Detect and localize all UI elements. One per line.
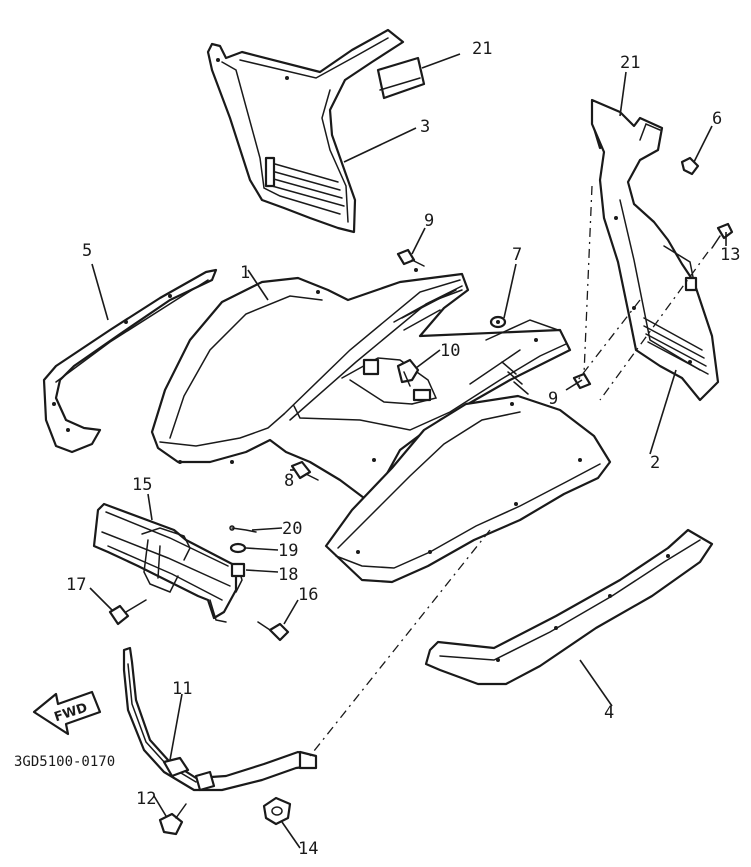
part-2-right-side-cover (590, 98, 720, 402)
part-13-bolt (711, 222, 734, 249)
part-9-bolt-upper (396, 248, 425, 267)
part-10-rivet (396, 358, 420, 387)
assembly-line-c (577, 299, 641, 381)
callout-11: 11 (172, 679, 192, 699)
part-1-rear-fender (150, 268, 572, 500)
part-16-bolt (257, 621, 290, 642)
callout-1: 1 (240, 263, 250, 283)
part-12-bolt (158, 803, 187, 836)
callout-5: 5 (82, 241, 92, 261)
callout-14: 14 (298, 839, 318, 859)
callout-12: 12 (136, 789, 156, 809)
part-19-washer (229, 542, 247, 554)
part-17-bolt (108, 599, 147, 626)
callout-7: 7 (512, 245, 522, 265)
callout-10: 10 (440, 341, 460, 361)
callout-15: 15 (132, 475, 152, 495)
part-21-pad-left (376, 56, 426, 100)
callout-19: 19 (278, 541, 298, 561)
callout-4: 4 (604, 703, 614, 723)
callout-18: 18 (278, 565, 298, 585)
callout-21b: 21 (620, 53, 640, 73)
assembly-line-d (309, 529, 491, 757)
callout-8: 8 (284, 471, 294, 491)
part-3-left-side-cover (206, 28, 405, 234)
part-4-right-flap (424, 528, 714, 686)
part-5-left-flap (42, 268, 218, 454)
part-20-pin (229, 525, 257, 533)
callout-17: 17 (66, 575, 86, 595)
part-9-bolt-lower (572, 372, 592, 390)
callout-3: 3 (420, 117, 430, 137)
callout-16: 16 (298, 585, 318, 605)
callout-21a: 21 (472, 39, 492, 59)
part-7-washer (489, 315, 507, 329)
callout-20: 20 (282, 519, 302, 539)
part-8-bolt (290, 460, 319, 481)
assembly-line-a (583, 185, 593, 375)
callout-6: 6 (712, 109, 722, 129)
callout-13: 13 (720, 245, 740, 265)
leader-lines (89, 53, 727, 849)
forward-direction-arrow: FWD (32, 690, 102, 736)
part-18-bushing (230, 562, 246, 578)
part-14-nut (262, 796, 292, 826)
front-fender-section (324, 394, 612, 584)
part-11-rod (122, 646, 318, 792)
part-15-carrier-rack (92, 502, 243, 623)
assembly-line-b (599, 251, 709, 401)
callout-2: 2 (650, 453, 660, 473)
diagram-code: 3GD5100-0170 (14, 754, 115, 770)
callout-9a: 9 (424, 211, 434, 231)
callout-9b: 9 (548, 389, 558, 409)
